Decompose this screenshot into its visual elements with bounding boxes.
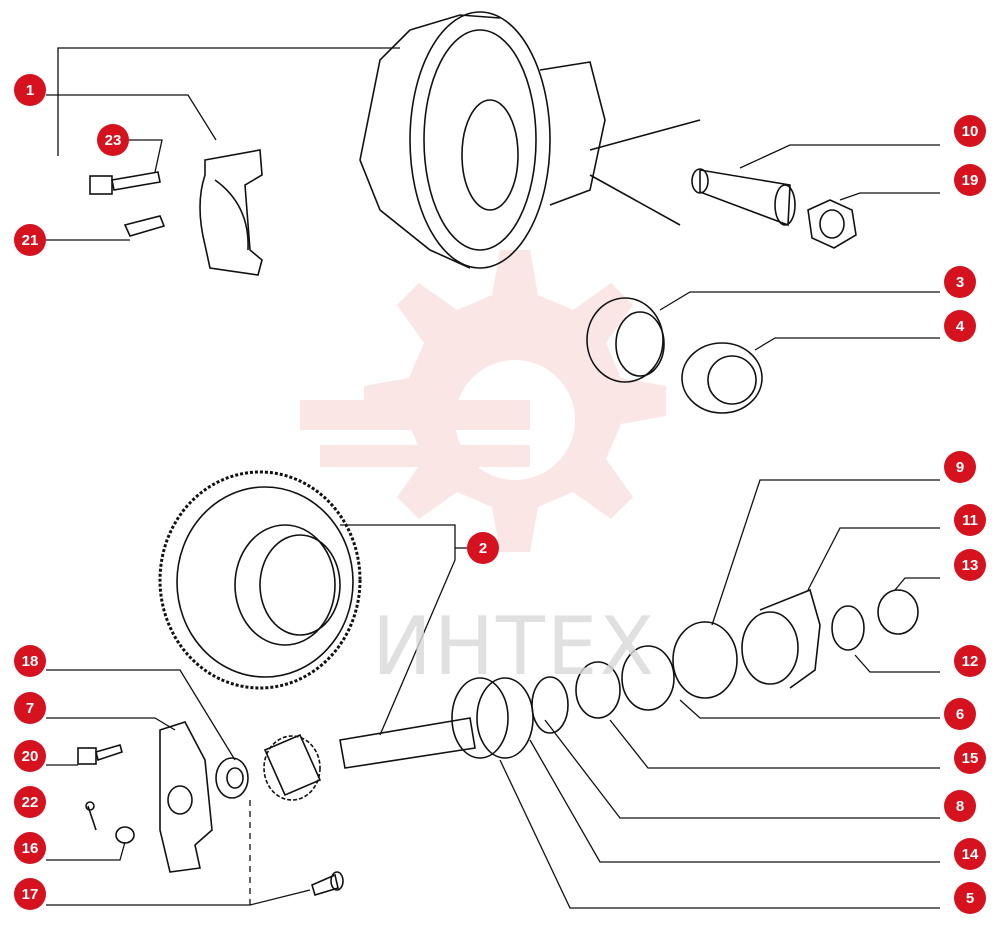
rivet-pin bbox=[311, 871, 344, 896]
callout-14[interactable]: 14 bbox=[954, 838, 986, 870]
split-pin bbox=[123, 215, 166, 237]
callout-6[interactable]: 6 bbox=[944, 698, 976, 730]
callout-7[interactable]: 7 bbox=[14, 692, 46, 724]
callout-9[interactable]: 9 bbox=[944, 451, 976, 483]
callout-11[interactable]: 11 bbox=[954, 504, 986, 536]
callout-19[interactable]: 19 bbox=[954, 164, 986, 196]
small-washer bbox=[115, 826, 135, 844]
retaining-plate bbox=[159, 721, 213, 873]
callout-22[interactable]: 22 bbox=[14, 786, 46, 818]
bearing-cap bbox=[199, 149, 263, 276]
callout-21[interactable]: 21 bbox=[14, 224, 46, 256]
bearing-cone bbox=[672, 621, 738, 699]
plate-bolt bbox=[77, 744, 123, 765]
callout-15[interactable]: 15 bbox=[954, 742, 986, 774]
pilot-bearing bbox=[215, 757, 249, 799]
ring-nut bbox=[586, 297, 665, 383]
callout-10[interactable]: 10 bbox=[954, 115, 986, 147]
flange-nut bbox=[877, 589, 919, 635]
callout-13[interactable]: 13 bbox=[954, 549, 986, 581]
cotter-pin bbox=[85, 801, 97, 831]
callout-3[interactable]: 3 bbox=[944, 266, 976, 298]
adjusting-screw bbox=[691, 168, 796, 227]
callout-8[interactable]: 8 bbox=[944, 790, 976, 822]
callout-17[interactable]: 17 bbox=[14, 878, 46, 910]
pinion-shaft bbox=[263, 717, 476, 801]
watermark-gear-logo bbox=[300, 250, 666, 552]
shim-ring bbox=[531, 676, 569, 734]
callout-2[interactable]: 2 bbox=[467, 532, 499, 564]
callout-23[interactable]: 23 bbox=[97, 124, 129, 156]
differential-housing bbox=[359, 11, 701, 269]
washer bbox=[831, 605, 865, 651]
callout-5[interactable]: 5 bbox=[954, 882, 986, 914]
callout-4[interactable]: 4 bbox=[944, 310, 976, 342]
roller-bearing-right bbox=[681, 342, 763, 414]
callout-16[interactable]: 16 bbox=[14, 832, 46, 864]
callout-1[interactable]: 1 bbox=[14, 74, 46, 106]
cap-bolt bbox=[89, 171, 161, 195]
lock-nut bbox=[807, 199, 857, 249]
callout-18[interactable]: 18 bbox=[14, 645, 46, 677]
callout-20[interactable]: 20 bbox=[14, 740, 46, 772]
spacer-ring bbox=[575, 661, 621, 719]
callout-12[interactable]: 12 bbox=[954, 645, 986, 677]
flange bbox=[741, 588, 821, 689]
taper-bearing bbox=[451, 677, 534, 759]
bearing-cup bbox=[621, 645, 675, 711]
crown-wheel bbox=[158, 470, 362, 690]
